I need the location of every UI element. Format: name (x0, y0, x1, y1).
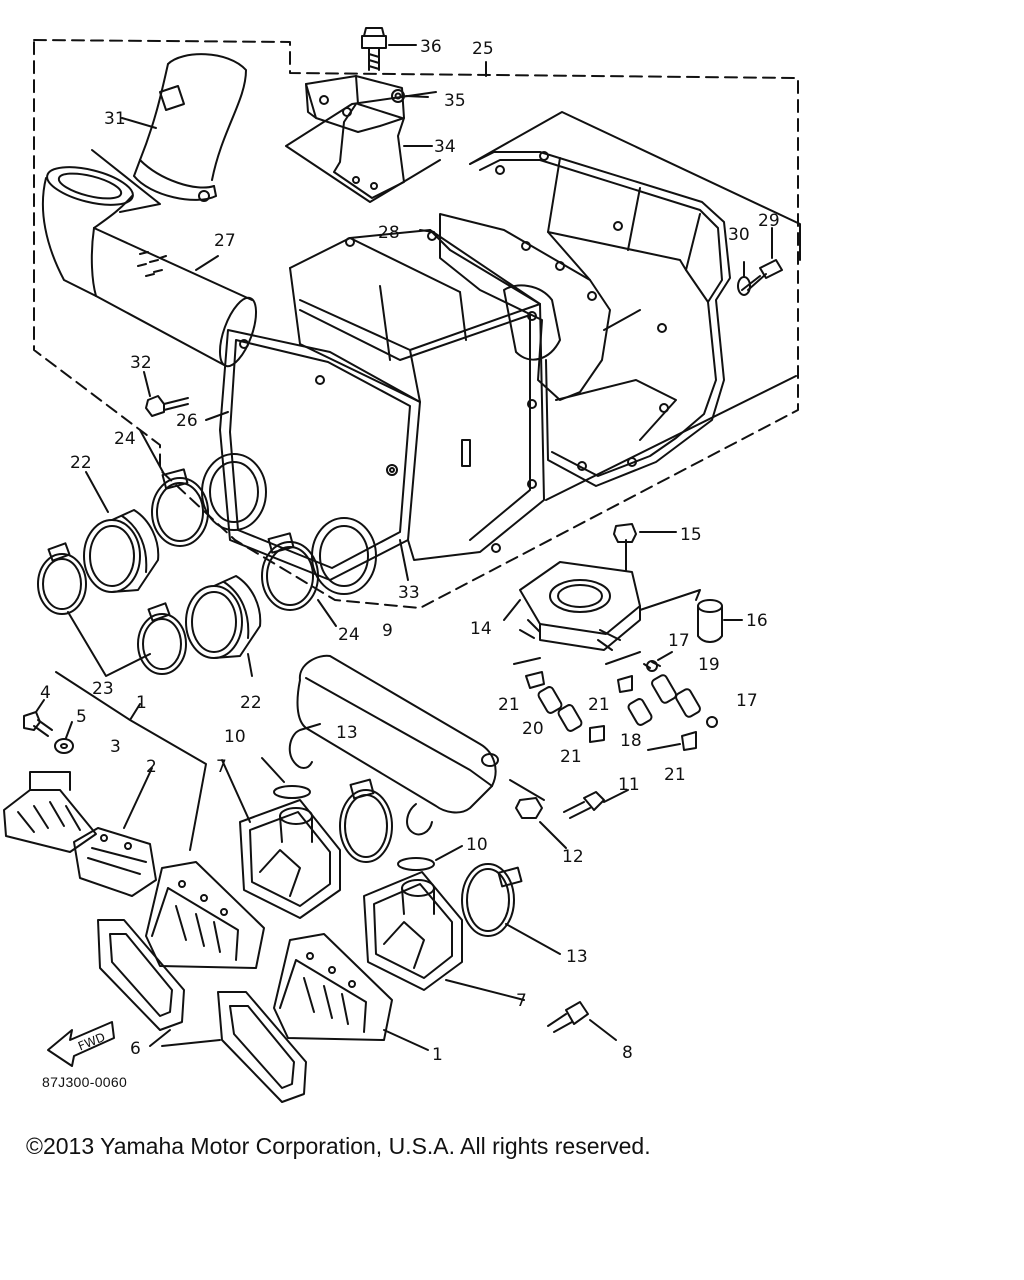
callout-9: 9 (382, 621, 393, 641)
bolt-11 (563, 789, 629, 819)
clamp-24-upper (139, 429, 209, 547)
callout-34: 34 (434, 137, 456, 157)
callout-24-lower: 24 (338, 625, 360, 645)
drawing-code: 87J300-0060 (42, 1074, 128, 1090)
callout-6: 6 (130, 1039, 141, 1059)
reed-valve-1-lower (273, 933, 429, 1051)
callout-2: 2 (146, 757, 157, 777)
callout-21-b: 21 (588, 695, 610, 715)
callout-27: 27 (214, 231, 236, 251)
copyright-notice: ©2013 Yamaha Motor Corporation, U.S.A. A… (26, 1133, 651, 1159)
bolt-36 (361, 27, 417, 71)
cap-16 (639, 589, 743, 643)
nut-12 (515, 797, 567, 849)
gasket-6-lower (149, 991, 307, 1103)
elbow-hose-31 (121, 53, 247, 202)
callout-31: 31 (104, 109, 126, 129)
bolt-4 (23, 699, 53, 737)
hoses-clips (513, 651, 718, 751)
callout-28: 28 (378, 223, 400, 243)
callout-17-lower: 17 (736, 691, 758, 711)
silencer-9 (288, 654, 545, 836)
callout-20: 20 (522, 719, 544, 739)
oring-10-upper (261, 757, 311, 799)
callout-19: 19 (698, 655, 720, 675)
rear-cover (469, 111, 801, 501)
callout-13-lower: 13 (566, 947, 588, 967)
callout-1-lower: 1 (432, 1045, 443, 1065)
bolt-29 (741, 227, 783, 291)
callout-15: 15 (680, 525, 702, 545)
oring-10-lower (397, 845, 463, 871)
carb-joint-14 (503, 539, 641, 651)
callout-35: 35 (444, 91, 466, 111)
callout-22-upper: 22 (70, 453, 92, 473)
callout-36: 36 (420, 37, 442, 57)
assembly-boundary-25 (33, 39, 799, 609)
joint-boot-22-lower (185, 575, 262, 677)
callout-21-a: 21 (498, 695, 520, 715)
callout-33: 33 (398, 583, 420, 603)
washer-5 (54, 721, 74, 754)
callout-25: 25 (472, 39, 494, 59)
clamp-23-upper (37, 542, 87, 615)
callout-1-upper: 1 (136, 693, 147, 713)
bolt-32 (143, 371, 189, 417)
callout-21-c: 21 (560, 747, 582, 767)
callout-11: 11 (618, 775, 640, 795)
callout-29: 29 (758, 211, 780, 231)
fwd-arrow-icon: FWD (47, 1021, 115, 1067)
callout-5: 5 (76, 707, 87, 727)
callout-18: 18 (620, 731, 642, 751)
callout-16: 16 (746, 611, 768, 631)
callout-10-lower: 10 (466, 835, 488, 855)
reed-valve-1-upper (145, 861, 265, 969)
fwd-label: FWD (76, 1030, 107, 1053)
callout-14: 14 (470, 619, 492, 639)
callout-3: 3 (110, 737, 121, 757)
callout-32: 32 (130, 353, 152, 373)
callout-21-d: 21 (664, 765, 686, 785)
manifold-7-lower (363, 871, 525, 1001)
callout-22-lower: 22 (240, 693, 262, 713)
callout-13-upper: 13 (336, 723, 358, 743)
plug-15 (613, 523, 677, 543)
clamp-24-lower (261, 532, 337, 627)
gasket-6-upper (97, 919, 185, 1031)
callout-30: 30 (728, 225, 750, 245)
callout-12: 12 (562, 847, 584, 867)
washer-30 (737, 261, 751, 296)
clamp-13-upper (339, 778, 393, 863)
callout-26: 26 (176, 411, 198, 431)
airbox-body-28 (289, 229, 545, 561)
callout-labels: 1 1 2 3 4 5 6 7 7 8 9 10 10 11 12 13 13 … (40, 37, 780, 1065)
callout-17-upper: 17 (668, 631, 690, 651)
gasket-28 (439, 213, 611, 401)
intake-tube-27 (41, 149, 258, 368)
bolt-8 (547, 1001, 617, 1041)
callout-7-upper: 7 (216, 757, 227, 777)
reed-3 (3, 771, 97, 853)
callout-7-lower: 7 (516, 991, 527, 1011)
stopper-plate-2 (73, 767, 157, 897)
manifold-7-upper (221, 759, 341, 919)
joint-boot-22-upper (83, 471, 160, 593)
callout-10-upper: 10 (224, 727, 246, 747)
airbox-front-26 (205, 329, 421, 581)
leader-1-bracket (55, 671, 207, 851)
clamp-13-lower (461, 863, 561, 955)
clamp-23-lower (67, 602, 187, 677)
callout-4: 4 (40, 683, 51, 703)
callout-24-upper: 24 (114, 429, 136, 449)
bracket-34 (285, 75, 441, 203)
callout-8: 8 (622, 1043, 633, 1063)
callout-23: 23 (92, 679, 114, 699)
